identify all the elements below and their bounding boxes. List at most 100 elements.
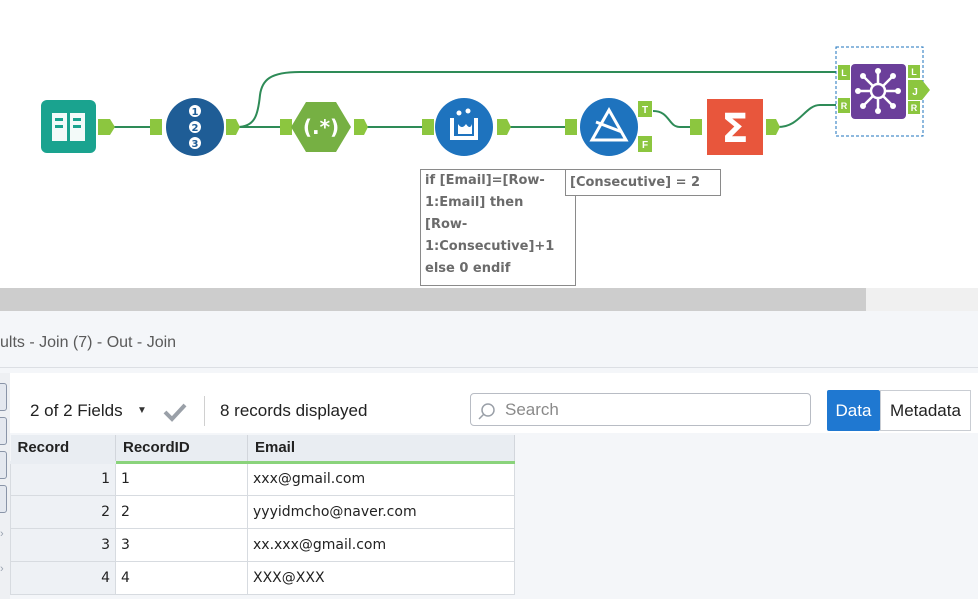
filter-false-label: F: [642, 140, 648, 151]
recordid-cell[interactable]: 1: [115, 461, 248, 496]
record-id-digit-1: 1: [192, 107, 199, 118]
tab-data[interactable]: Data: [827, 390, 880, 431]
annotation-line: if [Email]=[Row-: [425, 173, 545, 188]
records-count: 8 records displayed: [220, 401, 368, 420]
column-header-email[interactable]: Email: [247, 435, 515, 464]
input-tool-body: [41, 100, 96, 153]
join-right-output-anchor[interactable]: R: [908, 101, 920, 114]
record-cell: 3: [10, 527, 116, 562]
annotation-line: 1:Consecutive]+1: [425, 239, 555, 254]
join-join-output-anchor[interactable]: J: [908, 80, 930, 100]
connections: [113, 71, 836, 128]
results-side-strip: › ›: [0, 373, 10, 599]
chevron-right-icon[interactable]: ›: [0, 528, 4, 540]
join-left-input-anchor[interactable]: L: [838, 65, 850, 80]
annotation-line: [Row-: [425, 217, 468, 232]
input-anchor[interactable]: [280, 119, 292, 135]
results-title: ults - Join (7) - Out - Join: [0, 334, 177, 351]
multi-row-formula-tool[interactable]: [422, 98, 511, 156]
connection-summarize-join-right[interactable]: [777, 104, 836, 128]
email-cell[interactable]: yyyidmcho@naver.com: [247, 494, 515, 529]
output-anchor[interactable]: [98, 119, 115, 135]
check-icon[interactable]: [162, 401, 188, 423]
join-left-output-anchor[interactable]: L: [908, 65, 920, 78]
search-box[interactable]: [470, 393, 811, 426]
join-left-out-label: L: [911, 67, 917, 77]
workflow-canvas: 1 2 3 (.*) T: [41, 46, 930, 156]
numbered-list-icon: 1 2 3: [189, 105, 201, 150]
regex-tool-body: [291, 102, 351, 152]
email-cell[interactable]: xxx@gmail.com: [247, 461, 515, 496]
join-right-in-label: R: [841, 101, 848, 111]
table-row[interactable]: 3 3 xx.xxx@gmail.com: [10, 527, 515, 562]
results-toolbar: 2 of 2 Fields ▼ 8 records displayed Data…: [10, 373, 978, 433]
record-cell: 4: [10, 560, 116, 595]
recordid-cell[interactable]: 2: [115, 494, 248, 529]
email-cell[interactable]: XXX@XXX: [247, 560, 515, 595]
input-data-tool[interactable]: [41, 100, 115, 153]
email-cell[interactable]: xx.xxx@gmail.com: [247, 527, 515, 562]
regex-tool[interactable]: (.*): [280, 102, 368, 152]
side-button[interactable]: [0, 485, 7, 513]
scrollbar-thumb[interactable]: [0, 288, 866, 311]
table-row[interactable]: 1 1 xxx@gmail.com: [10, 461, 515, 496]
search-input[interactable]: [503, 397, 807, 423]
summarize-tool-body: [707, 99, 763, 155]
output-anchor[interactable]: [497, 119, 511, 135]
record-cell: 1: [10, 461, 116, 496]
annotation-line: else 0 endif: [425, 261, 511, 276]
beaker-icon: [450, 108, 478, 140]
output-anchor[interactable]: [766, 119, 780, 135]
join-right-out-label: R: [911, 103, 918, 113]
recordid-cell[interactable]: 3: [115, 527, 248, 562]
input-anchor[interactable]: [150, 119, 162, 135]
join-join-out-label: J: [912, 87, 918, 98]
filter-true-label: T: [642, 105, 648, 116]
join-right-input-anchor[interactable]: R: [838, 98, 850, 113]
join-tool[interactable]: L R L J R: [835, 46, 930, 137]
side-button[interactable]: [0, 383, 7, 411]
divider: [0, 367, 978, 368]
prism-icon: [589, 106, 629, 142]
filter-false-anchor[interactable]: F: [638, 136, 652, 152]
join-network-nodes: [855, 68, 901, 114]
column-header-record[interactable]: Record: [10, 435, 116, 464]
table-row[interactable]: 2 2 yyyidmcho@naver.com: [10, 494, 515, 529]
fields-selector[interactable]: 2 of 2 Fields: [30, 401, 123, 420]
side-button[interactable]: [0, 451, 7, 479]
side-button[interactable]: [0, 417, 7, 445]
formula-annotation: if [Email]=[Row- 1:Email] then [Row- 1:C…: [420, 169, 576, 286]
record-id-tool[interactable]: 1 2 3: [150, 98, 240, 156]
canvas-horizontal-scrollbar[interactable]: [0, 288, 978, 311]
connection-recordid-join-left[interactable]: [236, 71, 836, 128]
annotation-line: 1:Email] then: [425, 195, 524, 210]
output-anchor[interactable]: [226, 119, 240, 135]
table-row[interactable]: 4 4 XXX@XXX: [10, 560, 515, 595]
record-cell: 2: [10, 494, 116, 529]
join-left-in-label: L: [841, 68, 847, 78]
toolbar-divider: [204, 396, 205, 426]
output-anchor[interactable]: [354, 119, 368, 135]
chevron-right-icon[interactable]: ›: [0, 563, 4, 575]
results-panel: ults - Join (7) - Out - Join › › 2 of 2 …: [0, 311, 978, 599]
summarize-tool[interactable]: Σ: [690, 99, 780, 155]
sigma-icon: Σ: [721, 106, 748, 152]
input-anchor[interactable]: [565, 119, 577, 135]
chevron-down-icon[interactable]: ▼: [137, 405, 147, 416]
input-anchor[interactable]: [690, 119, 702, 135]
filter-tool[interactable]: T F: [565, 98, 652, 156]
connection-filter-summarize[interactable]: [652, 110, 692, 128]
column-header-recordid[interactable]: RecordID: [115, 435, 248, 464]
input-anchor[interactable]: [422, 119, 434, 135]
filter-true-anchor[interactable]: T: [638, 101, 652, 117]
record-id-digit-3: 3: [192, 139, 199, 150]
tab-metadata[interactable]: Metadata: [880, 390, 971, 431]
filter-annotation: [Consecutive] = 2: [565, 169, 721, 196]
record-id-digit-2: 2: [192, 123, 199, 134]
book-icon: [52, 113, 85, 141]
recordid-cell[interactable]: 4: [115, 560, 248, 595]
regex-icon: (.*): [303, 115, 339, 139]
header-row: Record RecordID Email: [10, 435, 515, 464]
results-grid: Record RecordID Email 1 1 xxx@gmail.com …: [10, 435, 515, 595]
search-icon: [478, 403, 495, 420]
